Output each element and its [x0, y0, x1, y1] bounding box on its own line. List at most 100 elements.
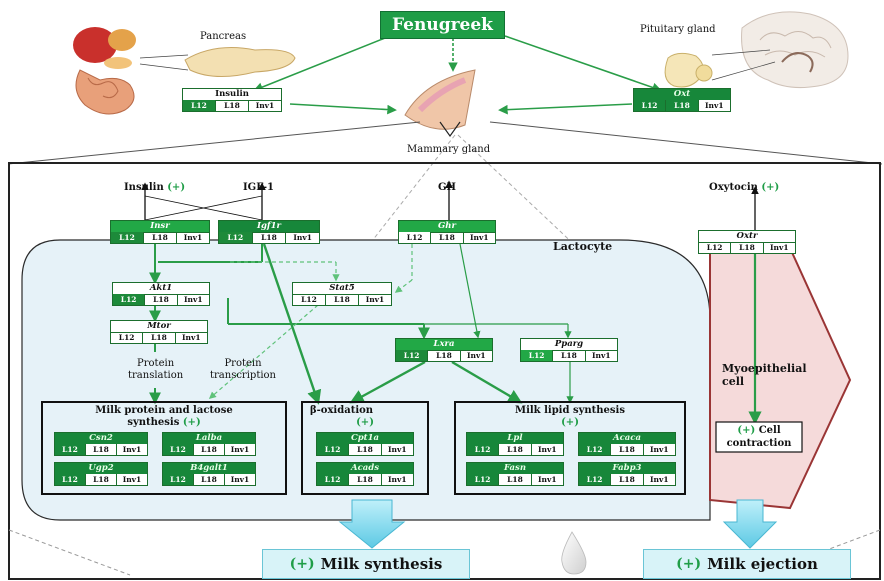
- cell-l12: L12: [163, 474, 194, 485]
- cell-l12: L12: [111, 232, 144, 243]
- cell-l12: L12: [634, 100, 667, 111]
- cell-inv1: Inv1: [225, 474, 255, 485]
- insulin-hormone-label: Insulin (+): [124, 182, 186, 193]
- cell-l12: L12: [399, 232, 432, 243]
- cell-inv1: Inv1: [365, 295, 385, 304]
- cell-inv1: Inv1: [117, 474, 147, 485]
- cell-l18: L18: [86, 444, 117, 455]
- milk-ejection-output: (+)Milk ejection: [643, 549, 851, 579]
- cell-inv1: Inv1: [643, 474, 675, 485]
- cell-l18: L18: [144, 232, 177, 243]
- cell-l18: L18: [216, 100, 249, 111]
- cell-l12: L12: [219, 232, 253, 243]
- cell-contraction-label: (+) Cell contraction: [726, 425, 792, 449]
- fenugreek-arrows: [253, 35, 662, 115]
- cell-inv1: Inv1: [182, 333, 201, 342]
- digestive-organs-illustration: [73, 27, 136, 115]
- pancreas-illustration: [139, 47, 296, 78]
- gene-name: Akt1: [113, 283, 209, 295]
- cell-l18: L18: [611, 474, 644, 485]
- cell-l18: L18: [194, 444, 225, 455]
- cell-l18: L18: [431, 232, 464, 243]
- cell-inv1: Inv1: [293, 233, 312, 242]
- cell-l12: L12: [293, 294, 326, 305]
- igf1-hormone-label: IGF-1: [243, 182, 274, 193]
- mammary-gland-illustration: [404, 69, 476, 138]
- cell-l18: L18: [349, 444, 382, 455]
- cell-l12: L12: [317, 474, 350, 485]
- beta-oxidation-title: β-oxidation (+): [310, 405, 374, 428]
- pituitary-illustration: [664, 49, 776, 88]
- cell-l18: L18: [611, 444, 644, 455]
- gene-name: Pparg: [521, 339, 617, 351]
- cell-l18: L18: [349, 474, 382, 485]
- cell-l12: L12: [521, 350, 554, 361]
- cell-l18: L18: [86, 474, 117, 485]
- cell-l12: L12: [55, 444, 86, 455]
- lipid-synthesis-module: [454, 401, 686, 495]
- gene-name: Lxra: [396, 339, 492, 351]
- gene-name: Mtor: [111, 321, 207, 333]
- cell-inv1: Inv1: [531, 474, 563, 485]
- milk-synthesis-arrow: [338, 499, 406, 549]
- cell-inv1: Inv1: [184, 295, 203, 304]
- cell-inv1: Inv1: [643, 444, 675, 455]
- gene-name: Stat5: [293, 283, 391, 295]
- gene-name: Igf1r: [219, 221, 319, 233]
- milk-protein-title: Milk protein and lactose synthesis (+): [95, 405, 233, 428]
- cell-l12: L12: [579, 444, 612, 455]
- cell-l18: L18: [731, 242, 764, 253]
- dashed-arrows: [208, 244, 413, 399]
- cell-inv1: Inv1: [183, 233, 203, 242]
- cell-inv1: Inv1: [381, 474, 413, 485]
- cell-l18: L18: [143, 332, 176, 343]
- cell-l18: L18: [145, 294, 178, 305]
- cell-l12: L12: [183, 100, 216, 111]
- hormone-arrows: [141, 180, 759, 230]
- milk-protein-module: [41, 401, 287, 495]
- mammary-label: Mammary gland: [407, 144, 491, 155]
- cell-inv1: Inv1: [770, 243, 789, 252]
- cell-l18: L18: [499, 474, 532, 485]
- milk-drop-icon: [561, 531, 587, 575]
- cell-inv1: Inv1: [531, 444, 563, 455]
- fenugreek-box: Fenugreek: [380, 11, 505, 39]
- gh-hormone-label: GH: [438, 182, 456, 193]
- gene-name: Insr: [111, 221, 209, 233]
- cell-l18: L18: [253, 232, 287, 243]
- oxytocin-hormone-label: Oxytocin (+): [709, 182, 780, 193]
- cell-l12: L12: [163, 444, 194, 455]
- zoom-guides: [7, 121, 883, 251]
- cell-l12: L12: [699, 242, 732, 253]
- cell-inv1: Inv1: [117, 444, 147, 455]
- pancreas-label: Pancreas: [200, 31, 247, 42]
- cell-inv1: Inv1: [698, 100, 730, 111]
- zoom-panel: [8, 162, 881, 580]
- cell-inv1: Inv1: [467, 351, 486, 360]
- cell-inv1: Inv1: [225, 444, 255, 455]
- cell-inv1: Inv1: [470, 233, 489, 242]
- cell-l12: L12: [396, 350, 429, 361]
